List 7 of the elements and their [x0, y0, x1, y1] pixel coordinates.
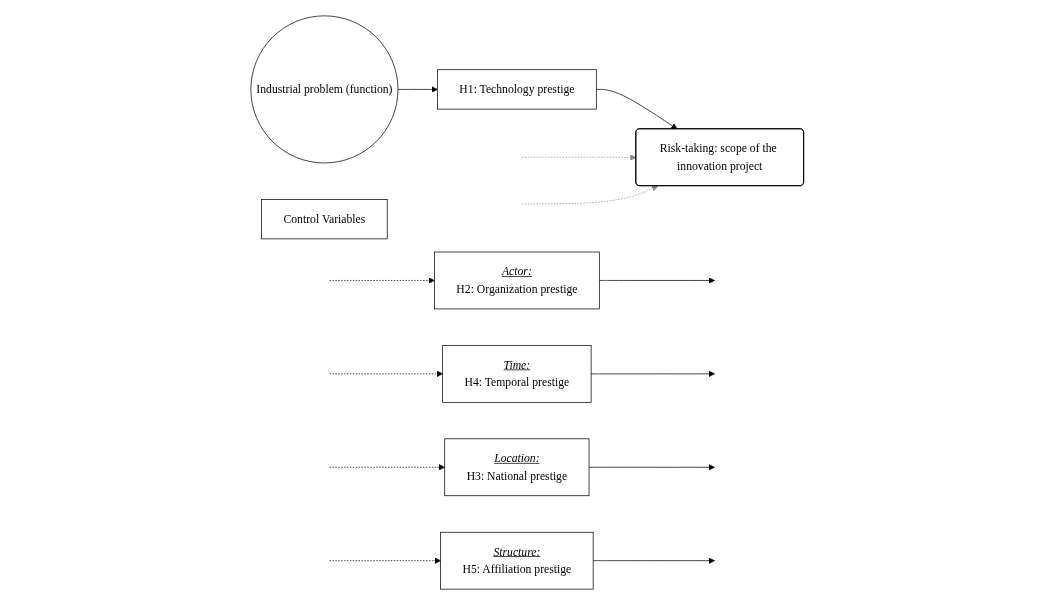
node-box: Control Variables	[261, 199, 388, 240]
node-box: Structure: H5: Affiliation prestige	[440, 531, 594, 590]
node-box: Location: H3: National prestige	[444, 438, 590, 497]
node-box: H1: Technology prestige	[437, 69, 597, 110]
node-box: Time: H4: Temporal prestige	[442, 345, 592, 403]
node-box: Actor: H2: Organization prestige	[434, 251, 600, 310]
node-circle: Industrial problem (function)	[250, 15, 399, 164]
